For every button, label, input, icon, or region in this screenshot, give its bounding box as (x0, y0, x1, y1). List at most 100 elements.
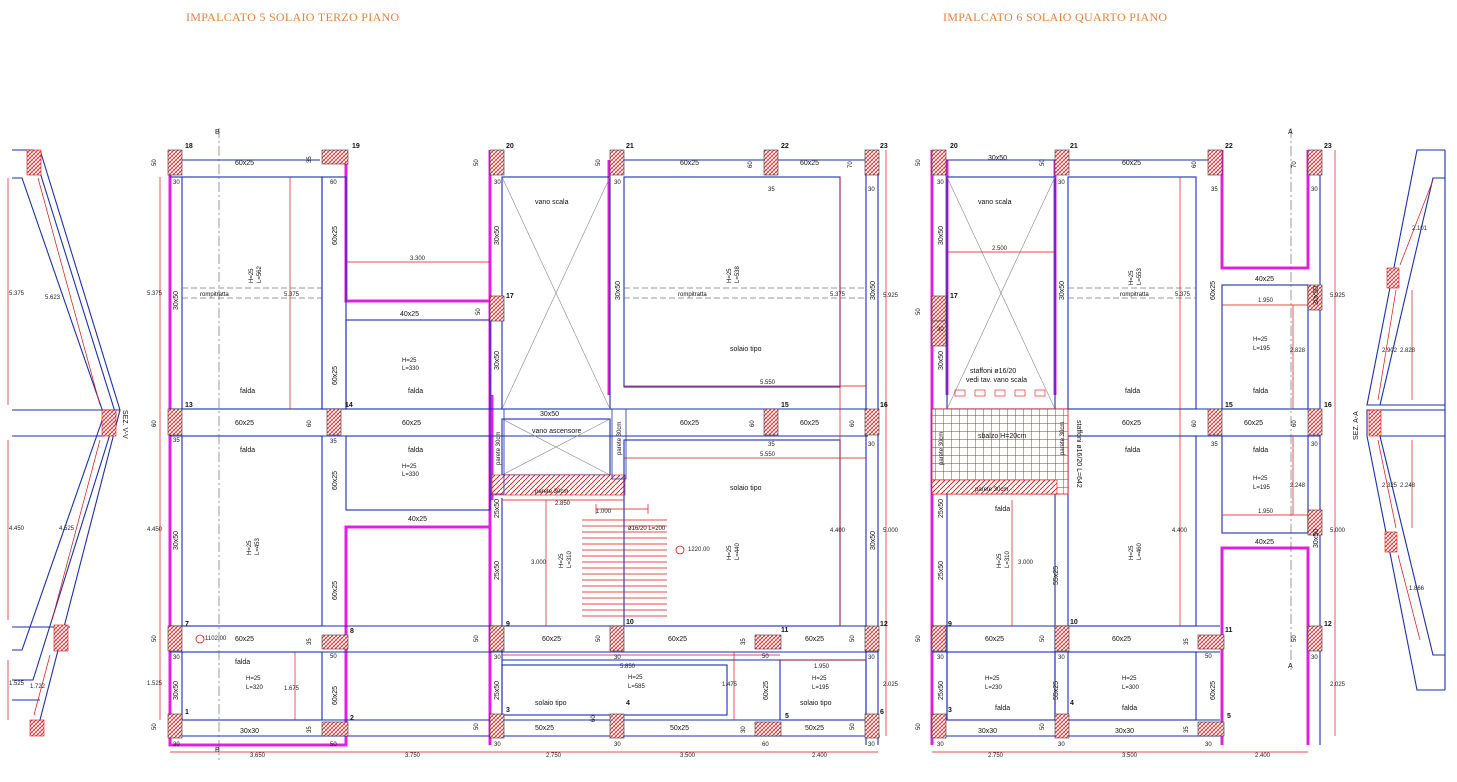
beam-label: 60x25 (1210, 681, 1217, 700)
slab-l: L=330 (402, 366, 420, 372)
dim-text: 4.400 (830, 528, 846, 534)
beam-label: 30x50 (494, 351, 501, 370)
title-impalcato-6: IMPALCATO 6 SOLAIO QUARTO PIANO (943, 10, 1167, 24)
slab-h: H=25 (1122, 676, 1137, 682)
column-number: 4 (626, 700, 630, 707)
size-label: 30 (494, 742, 501, 748)
column-number: 4 (1070, 700, 1074, 707)
label-vedi-tav: vedi tav. vano scala (966, 377, 1027, 384)
section-column (53, 624, 69, 652)
column-number: 19 (352, 143, 360, 150)
beam-label: 30x50 (173, 531, 180, 550)
size-label: 35 (330, 439, 337, 445)
label-rompitratta: rompitratta (200, 292, 229, 298)
column (1054, 149, 1070, 176)
beam-label: 60x25 (542, 636, 561, 643)
column (763, 149, 779, 176)
slab-h: H=25 (628, 675, 643, 681)
column (1054, 625, 1070, 652)
size-label: 30 (937, 655, 944, 661)
label-stair-rebar: ø16/20 L=200 (628, 526, 666, 532)
dim-1722: 1.722 (30, 684, 46, 690)
size-label: 50 (1292, 635, 1298, 642)
size-label: 35 (741, 638, 747, 645)
size-label: 30 (1058, 742, 1065, 748)
size-label: 30 (937, 180, 944, 186)
size-label: 30 (868, 187, 875, 193)
size-label: 50 (916, 635, 922, 642)
column (1307, 408, 1323, 436)
title-impalcato-5: IMPALCATO 5 SOLAIO TERZO PIANO (186, 10, 399, 24)
beam-label: 60x25 (800, 420, 819, 427)
beam-label: 25x50 (494, 561, 501, 580)
column (763, 408, 779, 436)
size-label: 50 (596, 635, 602, 642)
column-number: 21 (1070, 143, 1078, 150)
beam-label: 60x25 (668, 636, 687, 643)
column-number: 10 (626, 619, 634, 626)
column (489, 625, 505, 652)
slab-l: L=440 (735, 542, 741, 560)
beam-label: 60x25 (1244, 420, 1263, 427)
size-label: 50 (1040, 159, 1046, 166)
beam-label: 40x25 (400, 311, 419, 318)
size-label: 35 (307, 726, 313, 733)
column (609, 625, 625, 652)
beam-label: 60x25 (805, 636, 824, 643)
dim-text: 1.000 (596, 509, 612, 515)
column-number: 11 (1225, 627, 1233, 634)
beam-label: 60x25 (402, 420, 421, 427)
slab-l: L=453 (255, 537, 261, 555)
beam-label: 60x25 (332, 686, 339, 705)
column-number: 20 (506, 143, 514, 150)
size-label: 30 (614, 742, 621, 748)
column (489, 149, 505, 176)
column-number: 12 (880, 621, 888, 628)
beam-label: 60x25 (332, 471, 339, 490)
column-number: 17 (506, 293, 514, 300)
size-label: 70 (1292, 161, 1298, 168)
slab-l: L=553 (1137, 267, 1143, 285)
label-falda: falda (995, 705, 1010, 712)
size-label: 50 (1040, 635, 1046, 642)
column-number: 2 (350, 715, 354, 722)
column-number: 7 (185, 621, 189, 628)
beam-label: 55x25 (1053, 681, 1060, 700)
slab-l: L=300 (1122, 685, 1140, 691)
column (754, 721, 782, 737)
size-label: 60 (1192, 161, 1198, 168)
size-label: 70 (848, 161, 854, 168)
size-label: 35 (1211, 442, 1218, 448)
label-falda: falda (1253, 388, 1268, 395)
slab-h: H=25 (727, 268, 733, 283)
column-number: 1 (185, 709, 189, 716)
size-label: 60 (152, 420, 158, 427)
dim-text: 2.400 (1255, 753, 1271, 759)
slab-l: L=195 (1253, 485, 1271, 491)
size-label: 35 (1184, 726, 1190, 733)
size-label: 60 (1292, 420, 1298, 427)
size-label: 50 (1040, 723, 1046, 730)
column (864, 408, 880, 436)
slab-h: H=25 (1253, 476, 1268, 482)
beam-label: 40x25 (1255, 539, 1274, 546)
beam-label: 30x50 (615, 281, 622, 300)
column-number: 22 (781, 143, 789, 150)
size-label: 35 (1211, 187, 1218, 193)
beam-label: 60x25 (680, 420, 699, 427)
column (321, 721, 349, 737)
dim-text: 5.925 (883, 293, 899, 299)
column-number: 15 (781, 402, 789, 409)
column (931, 713, 947, 739)
size-label: 50 (152, 635, 158, 642)
column (1307, 149, 1323, 176)
slab-h: H=25 (559, 553, 565, 568)
label-solaio-tipo: solaio tipo (800, 700, 832, 707)
column (489, 713, 505, 739)
size-label: 50 (850, 635, 856, 642)
slab-h: H=25 (246, 676, 261, 682)
size-label: 60 (762, 742, 769, 748)
size-label: 50 (1205, 654, 1212, 660)
beam-label: 60x25 (1122, 160, 1141, 167)
column (1207, 149, 1223, 176)
